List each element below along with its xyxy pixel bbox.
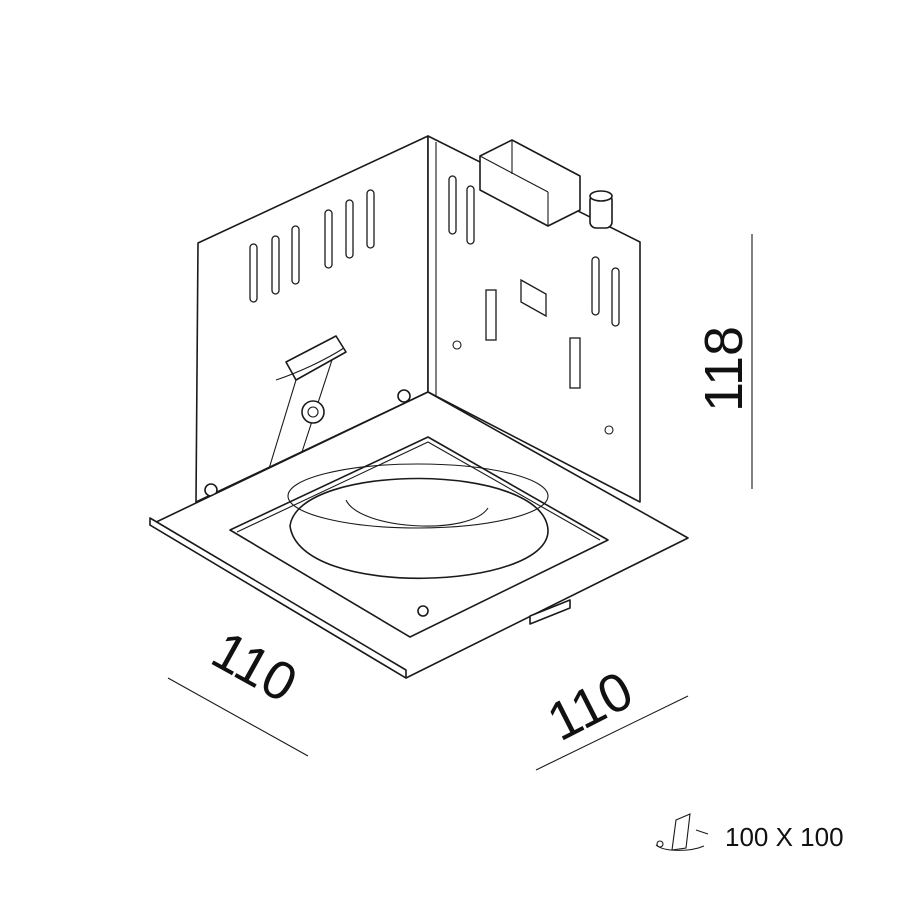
dim-label-height: 118 (694, 326, 754, 412)
housing-right-face (427, 135, 641, 503)
trim-tab (529, 599, 571, 625)
screw-right (397, 389, 411, 403)
driver-connector (479, 139, 613, 229)
dim-label-width-left: 110 (202, 620, 306, 714)
dim-label-width-right: 110 (538, 660, 642, 753)
ceiling-cutout-icon (655, 813, 709, 851)
vent-slots-left (249, 189, 375, 303)
dim-line-right (535, 695, 689, 771)
lamp-bezel (287, 463, 549, 617)
cutout-size-label: 100 X 100 (725, 822, 844, 852)
dim-line-left (167, 677, 309, 757)
vent-slots-right (448, 175, 620, 389)
spring-clip (267, 335, 347, 473)
